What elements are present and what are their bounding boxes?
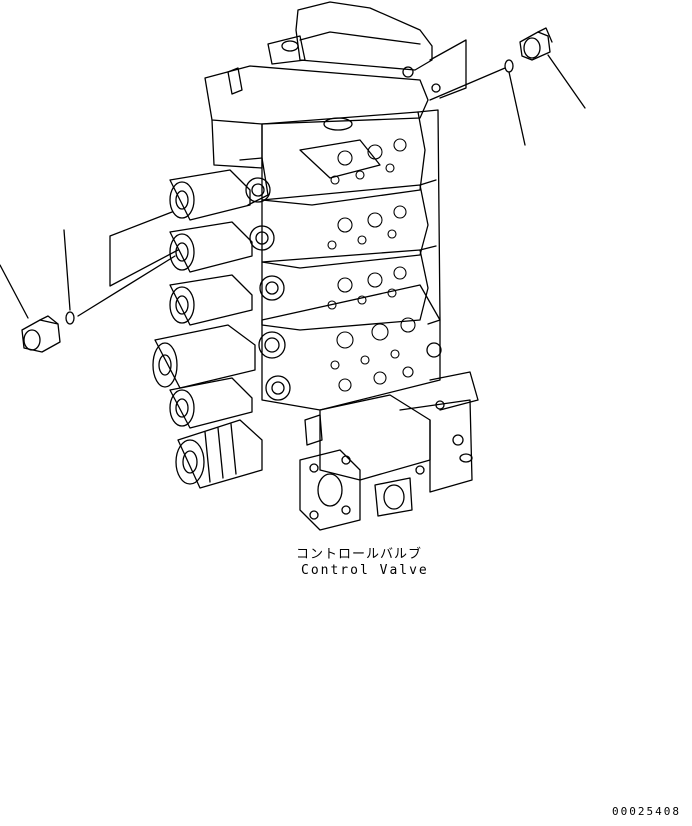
plug-right (519, 27, 553, 61)
relief-valve-assembly (299, 371, 479, 531)
drawing-number: 00025408 (612, 805, 681, 818)
plug-left (21, 315, 61, 353)
o-ring-left (65, 311, 75, 325)
port-holes (327, 138, 416, 392)
leader-right (429, 39, 586, 146)
caption-english: Control Valve (301, 563, 429, 578)
leader-left (0, 211, 179, 319)
o-ring-right (504, 59, 514, 73)
valve-body (204, 1, 442, 411)
spool-caps (152, 157, 291, 489)
caption-japanese: コントロールバルブ (296, 547, 423, 562)
